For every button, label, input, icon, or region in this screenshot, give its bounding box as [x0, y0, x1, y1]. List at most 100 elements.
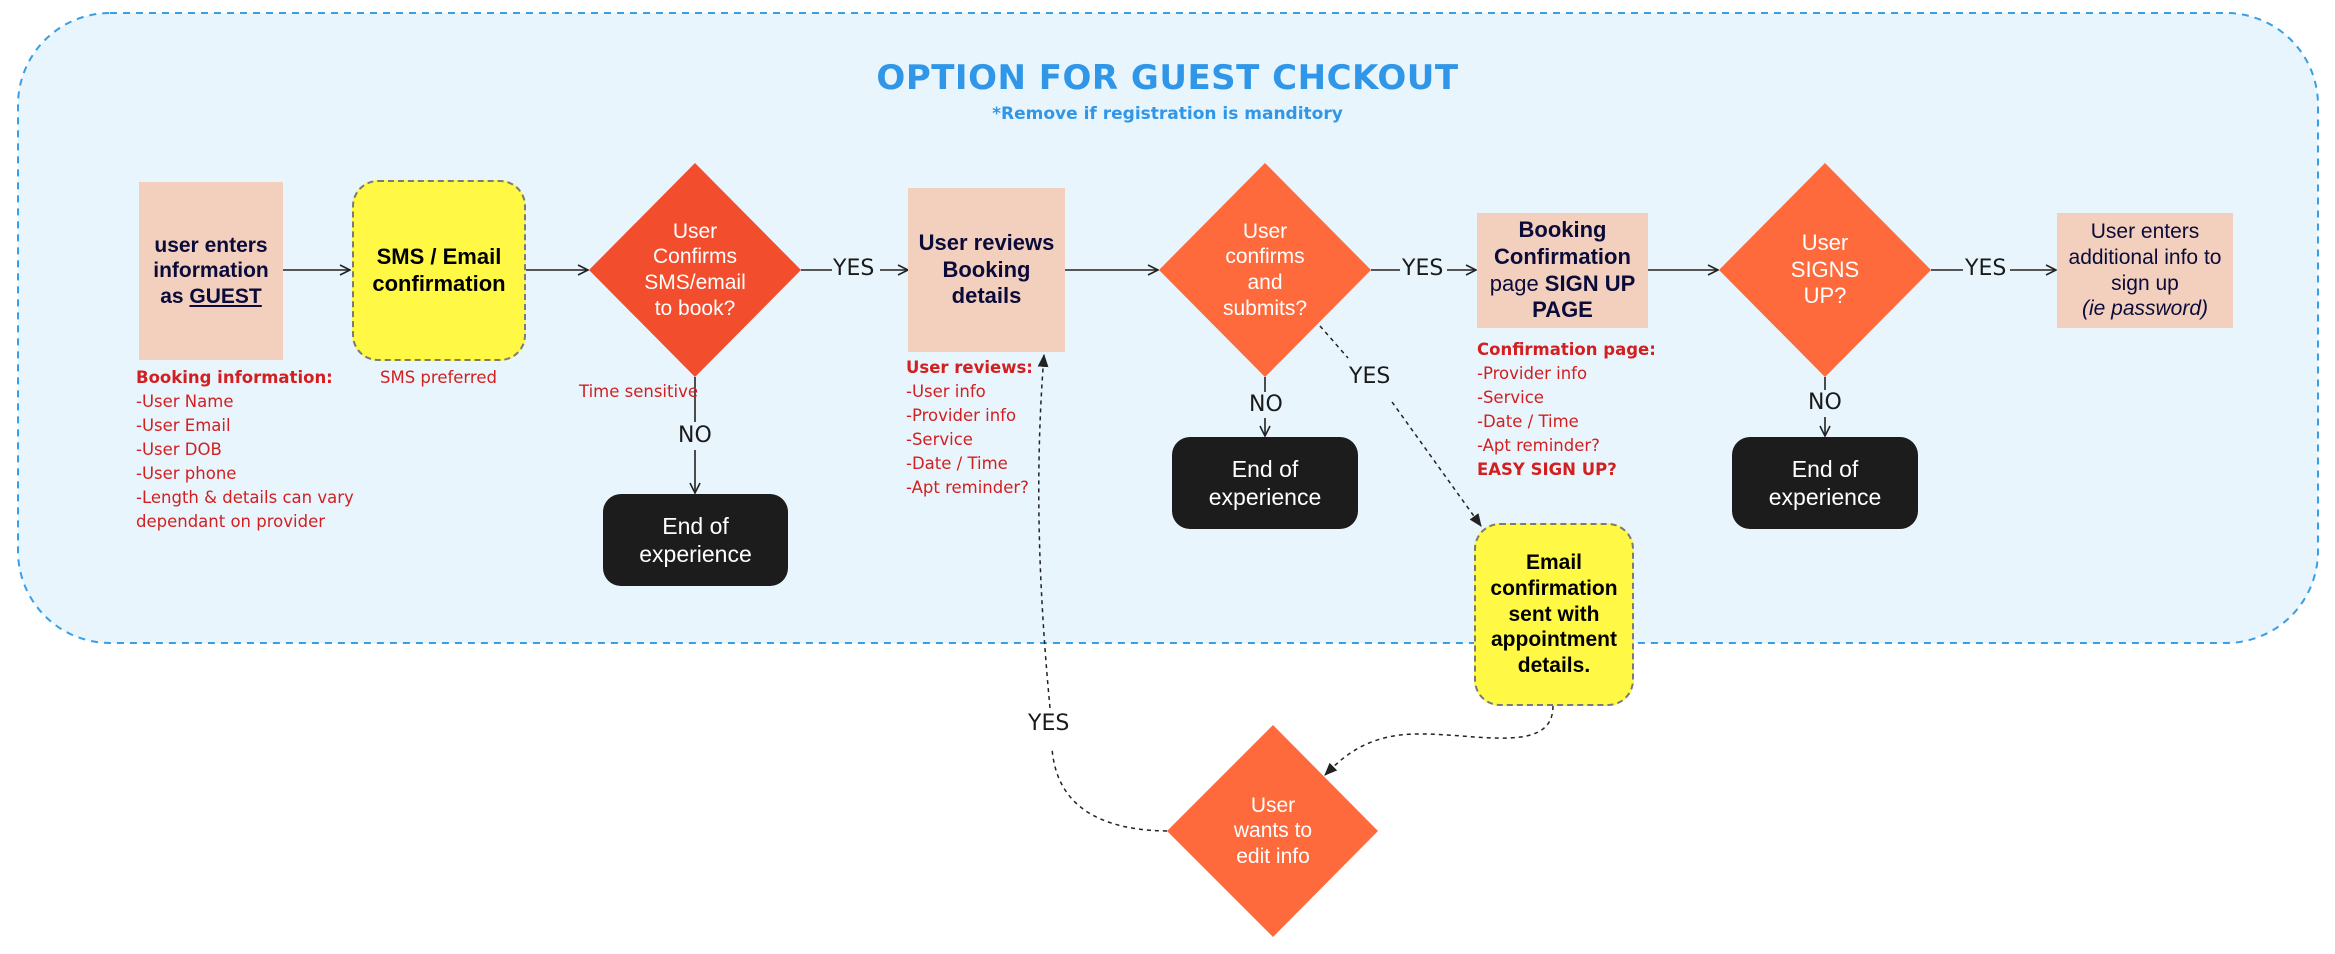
edge-submit-to-email: [1319, 325, 1349, 359]
edit-info-line3: edit info: [1236, 844, 1310, 868]
confirm-submit-diamond[interactable]: [1159, 163, 1371, 377]
edit-info-line2: wants to: [1233, 819, 1313, 843]
confirm-submit-text: User confirms and submits?: [1190, 200, 1340, 340]
signs-up-text: User SIGNS UP?: [1750, 215, 1900, 325]
end-experience-box-3[interactable]: End of experience: [1732, 437, 1918, 529]
email-sent-line3: sent with: [1508, 602, 1600, 626]
edge-label-no-1: NO: [678, 423, 712, 448]
user-reviews-item: -Service: [906, 430, 973, 449]
booking-info-item: -User DOB: [136, 440, 222, 459]
guest-entry-box[interactable]: user enters information as GUEST: [139, 182, 283, 360]
end-3-line2: experience: [1768, 484, 1882, 510]
user-reviews-note: User reviews: -User info -Provider info …: [906, 356, 1033, 500]
booking-conf-line1: Booking: [1518, 216, 1607, 242]
additional-info-box[interactable]: User enters additional info to sign up (…: [2057, 213, 2233, 328]
confirmation-page-item: -Apt reminder?: [1477, 436, 1600, 455]
user-reviews-item: -Apt reminder?: [906, 478, 1029, 497]
review-booking-line1: User reviews: [918, 229, 1055, 255]
edit-info-line1: User: [1250, 793, 1296, 817]
confirm-sms-diamond[interactable]: [589, 163, 801, 377]
edit-info-diamond[interactable]: [1167, 725, 1378, 937]
edge-submit-to-email-b: [1391, 401, 1482, 527]
edge-label-yes-diagonal: YES: [1349, 364, 1391, 389]
end-2-line2: experience: [1208, 484, 1322, 510]
confirmation-page-item: -Provider info: [1477, 364, 1588, 383]
confirmation-page-note: Confirmation page: -Provider info -Servi…: [1477, 338, 1656, 482]
confirm-submit-line1: User: [1242, 219, 1288, 243]
edge-label-yes-2: YES: [1402, 256, 1444, 281]
end-2-line1: End of: [1231, 455, 1299, 482]
email-sent-line2: confirmation: [1490, 577, 1618, 601]
edge-label-yes-1: YES: [833, 256, 875, 281]
confirmation-page-footer: EASY SIGN UP?: [1477, 460, 1617, 479]
email-sent-line1: Email: [1525, 551, 1582, 575]
end-1-line1: End of: [662, 512, 729, 539]
edge-edit-to-review-a: [1051, 747, 1168, 832]
signs-up-diamond[interactable]: [1719, 163, 1931, 377]
review-booking-line2: Booking: [942, 256, 1031, 282]
diagram-subtitle: *Remove if registration is manditory: [992, 104, 1343, 124]
confirm-submit-line2: confirms: [1225, 245, 1305, 269]
additional-info-line1: User enters: [2090, 220, 2200, 244]
additional-info-line2: additional info to: [2068, 245, 2222, 269]
guest-entry-line3-prefix: as: [160, 284, 190, 308]
edit-info-text: User wants to edit info: [1198, 776, 1348, 886]
booking-info-heading: Booking information:: [136, 368, 333, 387]
guest-entry-line1: user enters: [154, 233, 268, 257]
signs-up-line2: SIGNS: [1790, 256, 1860, 282]
confirm-submit-line4: submits?: [1222, 296, 1308, 320]
user-reviews-item: -User info: [906, 382, 986, 401]
email-sent-line4: appointment: [1490, 628, 1617, 652]
sms-email-line2: confirmation: [372, 270, 506, 296]
review-booking-box[interactable]: User reviews Booking details: [908, 188, 1065, 352]
edge-email-to-edit: [1324, 705, 1554, 776]
end-experience-box-1[interactable]: End of experience: [603, 494, 788, 586]
email-sent-line5: details.: [1517, 653, 1591, 677]
sms-preferred-note: SMS preferred: [380, 368, 497, 387]
booking-info-item: -User Email: [136, 416, 231, 435]
booking-info-item: -Length & details can vary: [136, 488, 354, 507]
confirm-sms-text: User Confirms SMS/email to book?: [620, 200, 770, 340]
end-experience-box-2[interactable]: End of experience: [1172, 437, 1358, 529]
booking-info-item: -User phone: [136, 464, 237, 483]
booking-conf-line3-normal: page: [1489, 270, 1545, 296]
signs-up-line1: User: [1801, 229, 1849, 255]
confirmation-page-heading: Confirmation page:: [1477, 340, 1656, 359]
user-reviews-item: -Provider info: [906, 406, 1017, 425]
guest-entry-line2: information: [153, 259, 269, 283]
confirm-sms-line1: User: [672, 219, 718, 243]
edge-label-yes-3: YES: [1965, 256, 2007, 281]
user-reviews-heading: User reviews:: [906, 358, 1033, 377]
confirmation-page-item: -Date / Time: [1477, 412, 1579, 431]
time-sensitive-note: Time sensitive: [579, 382, 698, 401]
email-sent-box[interactable]: Email confirmation sent with appointment…: [1474, 523, 1634, 706]
diagram-title: OPTION FOR GUEST CHCKOUT: [876, 58, 1459, 98]
confirmation-page-item: -Service: [1477, 388, 1544, 407]
confirm-sms-line4: to book?: [654, 296, 736, 320]
confirm-sms-line2: Confirms: [652, 245, 737, 269]
confirm-submit-line3: and: [1247, 271, 1283, 294]
signs-up-line3: UP?: [1803, 283, 1847, 309]
confirm-sms-line3: SMS/email: [644, 271, 746, 294]
edge-edit-to-review-b: [1037, 353, 1051, 709]
booking-info-item: -User Name: [136, 392, 234, 411]
guest-entry-guest-word: GUEST: [189, 284, 262, 308]
booking-confirmation-box[interactable]: Booking Confirmation page SIGN UP PAGE: [1477, 213, 1648, 328]
booking-info-item: dependant on provider: [136, 512, 326, 531]
review-booking-line3: details: [951, 283, 1022, 309]
additional-info-line4: (ie password): [2081, 297, 2209, 321]
booking-conf-line3-bold: SIGN UP: [1544, 270, 1636, 296]
edge-label-yes-edit: YES: [1028, 711, 1070, 736]
booking-information-note: Booking information: -User Name -User Em…: [136, 366, 354, 534]
sms-email-line1: SMS / Email: [376, 243, 502, 269]
edge-label-no-2: NO: [1249, 392, 1283, 417]
booking-conf-line2: Confirmation: [1494, 243, 1631, 269]
additional-info-line3: sign up: [2111, 271, 2179, 295]
booking-conf-line4: PAGE: [1532, 297, 1593, 323]
sms-email-box[interactable]: SMS / Email confirmation: [352, 180, 526, 361]
end-1-line2: experience: [639, 541, 752, 567]
end-3-line1: End of: [1791, 455, 1859, 482]
user-reviews-item: -Date / Time: [906, 454, 1008, 473]
edge-label-no-3: NO: [1808, 390, 1842, 415]
